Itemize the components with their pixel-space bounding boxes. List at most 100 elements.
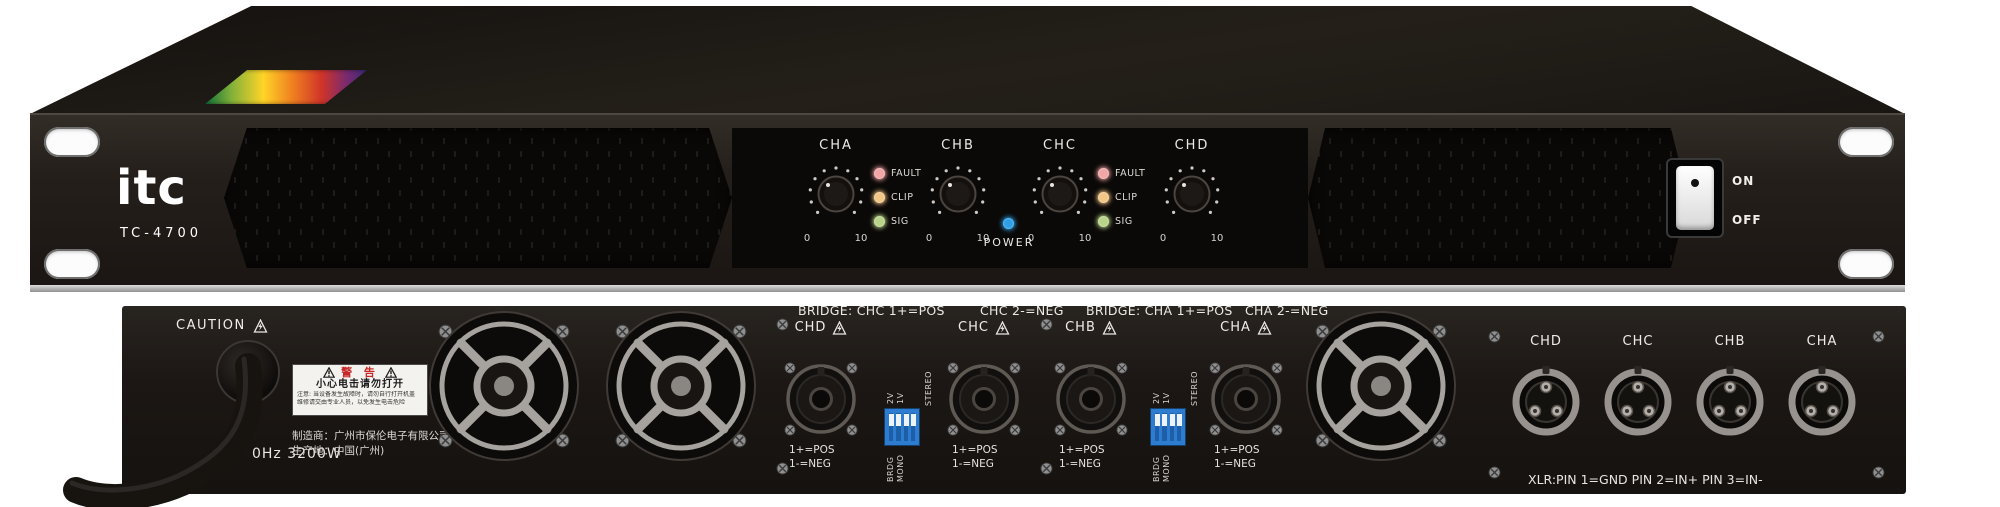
fault-led-label: FAULT bbox=[1115, 168, 1146, 179]
power-led bbox=[1003, 218, 1014, 229]
dip-label-1v: 1V bbox=[896, 392, 905, 404]
screw bbox=[1872, 466, 1885, 479]
channel-label-chb: CHB bbox=[941, 138, 975, 153]
rack-ear-hole bbox=[1838, 249, 1894, 279]
knob-scale-min: 0 bbox=[803, 233, 811, 244]
dip-label-2v: 2V bbox=[1152, 392, 1161, 404]
manufacturer-line: 制造商：广州市保伦电子有限公司 bbox=[292, 430, 450, 442]
bridge-note: CHC 2-=NEG bbox=[980, 303, 1064, 318]
xlr-connector-cha bbox=[1780, 360, 1864, 444]
rack-ear-hole bbox=[1838, 127, 1894, 157]
warning-fine-print: 当设备发生故障时，请勿自行打开机盖 bbox=[312, 391, 415, 398]
warning-note: 注意: bbox=[297, 391, 312, 398]
speakon-label-cha: CHA bbox=[1206, 320, 1286, 335]
speakon-label-chc: CHC bbox=[944, 320, 1024, 335]
cooling-fan bbox=[1301, 306, 1461, 466]
bridge-note: CHA 2-=NEG bbox=[1245, 303, 1329, 318]
xlr-label-cha: CHA bbox=[1806, 334, 1838, 349]
gain-knob-chc[interactable] bbox=[1030, 164, 1090, 224]
dip-switch-body[interactable] bbox=[884, 408, 920, 446]
rocker-dot bbox=[1691, 179, 1699, 187]
gain-knob-cha[interactable] bbox=[806, 164, 866, 224]
warning-triangle-icon bbox=[323, 367, 335, 378]
left-vent-grille bbox=[224, 128, 732, 268]
power-switch[interactable] bbox=[1676, 166, 1714, 230]
warning-triangle-icon bbox=[385, 367, 397, 378]
dip-lever bbox=[1169, 413, 1175, 441]
xlr-pinout-note: XLR:PIN 1=GND PIN 2=IN+ PIN 3=IN- bbox=[1528, 472, 1763, 487]
xlr-connector-chc bbox=[1596, 360, 1680, 444]
channel-label-cha: CHA bbox=[819, 138, 853, 153]
clip-led bbox=[874, 192, 885, 203]
warning-fine-print: 维修请交由专业人员，以免发生电击危险 bbox=[297, 399, 406, 407]
screw bbox=[776, 462, 789, 475]
dip-label-stereo: STEREO bbox=[1190, 371, 1199, 406]
warning-subtitle: 小心电击请勿打开 bbox=[316, 379, 404, 390]
cooling-fan bbox=[601, 306, 761, 466]
dip-label-brdg: BRDG bbox=[886, 456, 895, 482]
gain-knob-chb[interactable] bbox=[928, 164, 988, 224]
channel-label-chd: CHD bbox=[1174, 138, 1210, 153]
front-panel-bottom-trim bbox=[30, 285, 1905, 292]
screw bbox=[1040, 462, 1053, 475]
xlr-label-chd: CHD bbox=[1530, 334, 1562, 349]
channel-label-chc: CHC bbox=[1043, 138, 1077, 153]
knob-scale-max: 10 bbox=[1210, 233, 1224, 244]
clip-led-label: CLIP bbox=[891, 192, 914, 203]
sig-led-label: SIG bbox=[891, 216, 909, 227]
xlr-label-chb: CHB bbox=[1714, 334, 1746, 349]
speakon-connector-chc bbox=[939, 354, 1029, 444]
speakon-connector-cha bbox=[1201, 354, 1291, 444]
knob-scale-min: 0 bbox=[1159, 233, 1167, 244]
clip-led-label: CLIP bbox=[1115, 192, 1138, 203]
speakon-connector-chd bbox=[776, 354, 866, 444]
dip-label-mono: MONO bbox=[1162, 454, 1171, 482]
knob-scale-min: 0 bbox=[925, 233, 933, 244]
knob-scale-max: 10 bbox=[976, 233, 990, 244]
dip-label-mono: MONO bbox=[896, 454, 905, 482]
dip-switch-body[interactable] bbox=[1150, 408, 1186, 446]
fault-led bbox=[1098, 168, 1109, 179]
xlr-connector-chb bbox=[1688, 360, 1772, 444]
switch-on-label: ON bbox=[1732, 174, 1755, 188]
high-voltage-icon bbox=[995, 321, 1010, 335]
fault-led bbox=[874, 168, 885, 179]
power-label: POWER bbox=[983, 236, 1035, 249]
speakon-connector-chb bbox=[1046, 354, 1136, 444]
knob-scale-min: 0 bbox=[1027, 233, 1035, 244]
dip-lever bbox=[910, 413, 916, 441]
right-vent-grille bbox=[1308, 128, 1688, 268]
rack-ear-hole bbox=[44, 249, 100, 279]
mode-dip-switch-group-1[interactable]: 2V 1V STEREO BRDG MONO bbox=[862, 371, 946, 490]
cooling-fan bbox=[424, 306, 584, 466]
dip-label-1v: 1V bbox=[1162, 392, 1171, 404]
dip-lever bbox=[1176, 413, 1182, 441]
xlr-connector-chd bbox=[1504, 360, 1588, 444]
dip-lever bbox=[896, 413, 902, 441]
dip-label-2v: 2V bbox=[886, 392, 895, 404]
fault-led-label: FAULT bbox=[891, 168, 922, 179]
xlr-label-chc: CHC bbox=[1622, 334, 1654, 349]
screw bbox=[1488, 466, 1501, 479]
warning-sticker: 警 告 小心电击请勿打开 注意: 当设备发生故障时，请勿自行打开机盖 维修请交由… bbox=[292, 364, 428, 416]
gain-knob-chd[interactable] bbox=[1162, 164, 1222, 224]
rack-ear-hole bbox=[44, 127, 100, 157]
dip-lever bbox=[889, 413, 894, 441]
knob-scale-max: 10 bbox=[854, 233, 868, 244]
speakon-label-chd: CHD bbox=[781, 320, 861, 335]
clip-led bbox=[1098, 192, 1109, 203]
dip-lever bbox=[903, 413, 909, 441]
dip-label-brdg: BRDG bbox=[1152, 456, 1161, 482]
bridge-note: BRIDGE: CHA 1+=POS bbox=[1086, 303, 1233, 318]
warning-title: 警 告 bbox=[341, 366, 379, 379]
dip-lever bbox=[1155, 413, 1160, 441]
high-voltage-icon bbox=[832, 321, 847, 335]
high-voltage-icon bbox=[1257, 321, 1272, 335]
screw bbox=[1488, 330, 1501, 343]
mode-dip-switch-group-2[interactable]: 2V 1V STEREO BRDG MONO bbox=[1128, 371, 1212, 490]
